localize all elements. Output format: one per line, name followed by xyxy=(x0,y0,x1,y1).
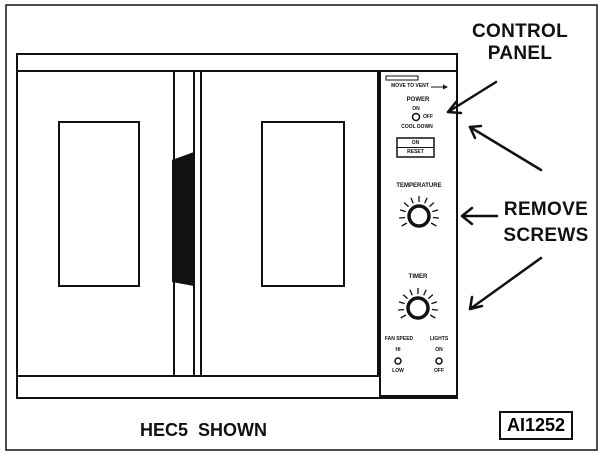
lights-switch-icon xyxy=(435,357,443,365)
remove-screws-callout-line1: REMOVE xyxy=(503,199,589,220)
lights-off-label: OFF xyxy=(434,368,444,374)
fan-hi-label: HI xyxy=(395,347,401,353)
remove-screws-callout: REMOVE SCREWS xyxy=(498,197,594,249)
timer-dial-tick xyxy=(398,301,405,305)
remove-screws-callout-line2: SCREWS xyxy=(503,225,589,246)
temperature-dial-tick xyxy=(401,222,408,227)
cool-down-label: COOL DOWN xyxy=(401,124,433,130)
arrow-screw-middle xyxy=(460,206,499,226)
temperature-dial-tick xyxy=(399,209,406,213)
temperature-dial-tick xyxy=(430,222,437,227)
left-door-window xyxy=(58,121,140,287)
timer-knob-icon xyxy=(406,296,430,320)
control-panel-callout-line1: CONTROL xyxy=(471,21,569,42)
switch-on-label: ON xyxy=(411,140,420,146)
power-on-label: ON xyxy=(412,106,420,112)
arrow-control-panel xyxy=(446,80,498,115)
temperature-dial-tick xyxy=(432,209,439,213)
temperature-dial-tick xyxy=(424,197,428,204)
figure-id-box: AI1252 xyxy=(499,411,574,440)
temperature-dial-tick xyxy=(403,202,410,208)
fan-speed-label: FAN SPEED xyxy=(384,336,414,342)
temperature-knob-icon xyxy=(407,204,431,228)
timer-dial-tick xyxy=(427,294,434,300)
timer-label: TIMER xyxy=(408,274,428,280)
temperature-dial-tick xyxy=(432,216,439,219)
control-panel xyxy=(379,70,458,397)
timer-dial-tick xyxy=(402,294,409,300)
vent-slot xyxy=(385,75,419,81)
lights-label: LIGHTS xyxy=(429,336,449,342)
control-panel-callout-line2: PANEL xyxy=(487,43,553,64)
figure-caption: HEC5 SHOWN xyxy=(140,420,268,440)
arrow-screw-bottom xyxy=(468,256,543,311)
timer-dial-tick xyxy=(431,301,438,305)
temperature-dial-tick xyxy=(399,216,406,219)
door-handle xyxy=(172,71,195,376)
power-switch-icon xyxy=(411,112,421,122)
fan-low-label: LOW xyxy=(392,368,404,374)
pointer-arrows xyxy=(446,80,543,311)
timer-dial-tick xyxy=(423,289,427,296)
temperature-dial-tick xyxy=(428,202,435,208)
lights-on-label: ON xyxy=(435,347,443,353)
fan-speed-switch-icon xyxy=(394,357,402,365)
control-panel-callout: CONTROL PANEL xyxy=(470,21,570,65)
timer-dial-tick xyxy=(429,314,436,319)
timer-dial-tick xyxy=(398,308,405,311)
figure-frame xyxy=(5,4,598,451)
timer-dial-tick xyxy=(400,314,407,319)
temperature-label: TEMPERATURE xyxy=(396,183,442,189)
arrow-screw-top xyxy=(468,124,543,172)
switch-reset-label: RESET xyxy=(407,149,424,155)
right-door-window xyxy=(261,121,345,287)
power-label: POWER xyxy=(406,97,430,103)
timer-dial-tick xyxy=(431,308,438,311)
timer-dial-tick xyxy=(409,289,413,296)
temperature-dial-tick xyxy=(410,197,414,204)
right-door xyxy=(200,70,379,377)
move-to-vent-label: MOVE TO VENT xyxy=(391,83,429,89)
power-off-label: OFF xyxy=(423,114,433,120)
